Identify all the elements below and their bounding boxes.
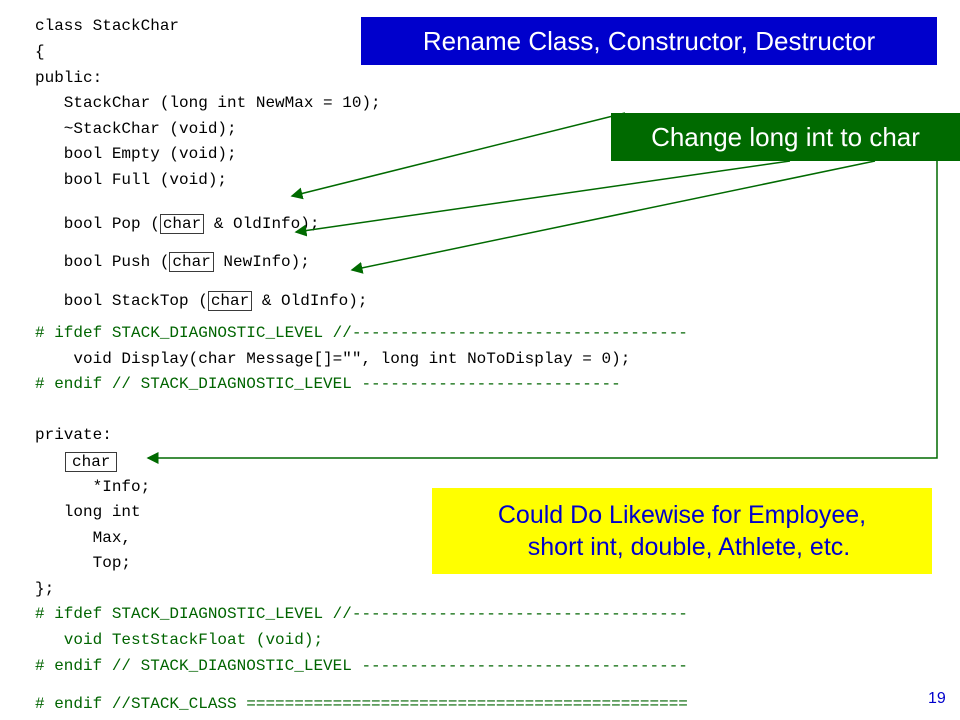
push-suffix: NewInfo); xyxy=(213,253,310,271)
code-line-pop: bool Pop (char & OldInfo); xyxy=(35,196,319,234)
arrow-to-pop xyxy=(290,112,626,200)
code-line-stacktop: bool StackTop (char & OldInfo); xyxy=(35,273,367,311)
code-line-close: }; xyxy=(35,580,55,598)
rename-callout: Rename Class, Constructor, Destructor xyxy=(361,17,937,65)
code-line-public: public: xyxy=(35,69,103,87)
code-line-info: *Info; xyxy=(35,478,151,496)
code-line-endif-1: # endif // STACK_DIAGNOSTIC_LEVEL ------… xyxy=(35,375,621,393)
code-line-teststack: void TestStackFloat (void); xyxy=(35,631,324,649)
code-line-ifdef-1: # ifdef STACK_DIAGNOSTIC_LEVEL //-------… xyxy=(35,324,688,342)
code-line-constructor: StackChar (long int NewMax = 10); xyxy=(35,94,381,112)
likewise-note-callout: Could Do Likewise for Employee, short in… xyxy=(432,488,932,574)
arrow-to-push xyxy=(294,160,791,237)
code-line-endif-class: # endif //STACK_CLASS ==================… xyxy=(35,695,688,713)
code-line-endif-2: # endif // STACK_DIAGNOSTIC_LEVEL ------… xyxy=(35,657,688,675)
arrow-to-private-type xyxy=(146,161,938,464)
code-line-top: Top; xyxy=(35,554,132,572)
code-line-full: bool Full (void); xyxy=(35,171,228,189)
code-line-open-brace: { xyxy=(35,43,45,61)
pop-type-box: char xyxy=(159,214,205,234)
code-line-display: void Display(char Message[]="", long int… xyxy=(35,350,631,368)
private-type-box: char xyxy=(65,452,118,472)
code-line-ifdef-2: # ifdef STACK_DIAGNOSTIC_LEVEL //-------… xyxy=(35,605,688,623)
change-type-callout: Change long int to char xyxy=(611,113,960,161)
code-line-private: private: xyxy=(35,426,112,444)
code-line-private-type: char xyxy=(65,452,118,472)
stacktop-suffix: & OldInfo); xyxy=(252,292,368,310)
push-prefix: bool Push ( xyxy=(35,253,170,271)
code-line-empty: bool Empty (void); xyxy=(35,145,237,163)
stacktop-type-box: char xyxy=(207,291,253,311)
code-line-destructor: ~StackChar (void); xyxy=(35,120,237,138)
code-line-push: bool Push (char NewInfo); xyxy=(35,234,310,272)
code-line-long-int: long int xyxy=(35,503,141,521)
arrow-to-stacktop xyxy=(350,160,876,274)
page-number: 19 xyxy=(928,690,946,707)
code-line-max: Max, xyxy=(35,529,132,547)
note-line-2: short int, double, Athlete, etc. xyxy=(527,533,851,561)
push-type-box: char xyxy=(169,252,214,272)
stacktop-prefix: bool StackTop ( xyxy=(35,292,208,310)
pop-prefix: bool Pop ( xyxy=(35,215,160,233)
note-line-1: Could Do Likewise for Employee, xyxy=(497,501,867,529)
code-line-class: class StackChar xyxy=(35,17,180,35)
